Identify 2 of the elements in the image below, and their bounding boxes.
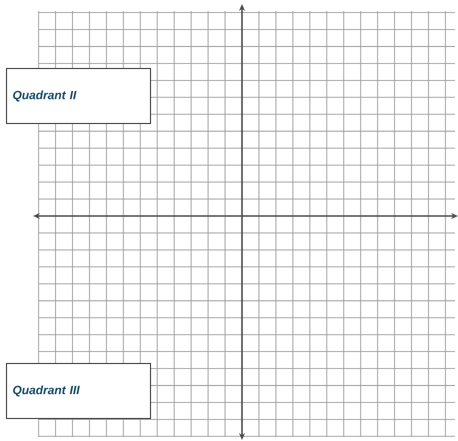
label-box: Quadrant II <box>6 68 151 124</box>
label-box: Quadrant III <box>6 363 151 419</box>
